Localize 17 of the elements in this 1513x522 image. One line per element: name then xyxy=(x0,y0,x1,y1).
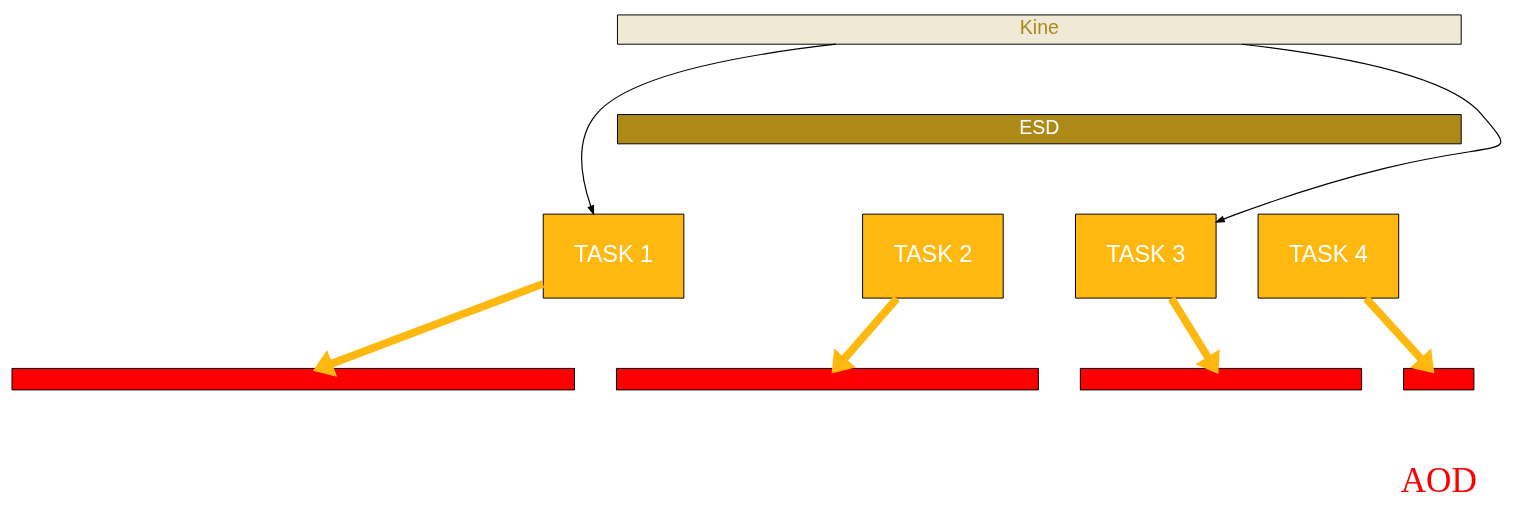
node-box: Kine xyxy=(616,14,1462,45)
arrow xyxy=(1363,295,1435,374)
label: AOD xyxy=(1400,461,1477,501)
node-box: TASK 3 xyxy=(1075,213,1217,299)
node-box: TASK 2 xyxy=(862,213,1004,299)
arrow xyxy=(581,43,837,216)
arrow xyxy=(1214,43,1502,223)
node-bar xyxy=(1079,367,1363,391)
arrow xyxy=(831,295,900,374)
arrow xyxy=(1168,296,1220,375)
node-bar xyxy=(11,367,575,391)
node-box: TASK 4 xyxy=(1257,213,1400,299)
node-bar xyxy=(616,367,1039,391)
arrow xyxy=(313,280,545,377)
node-bar xyxy=(1403,367,1475,391)
node-box: TASK 1 xyxy=(542,213,685,299)
node-box: ESD xyxy=(616,114,1462,145)
